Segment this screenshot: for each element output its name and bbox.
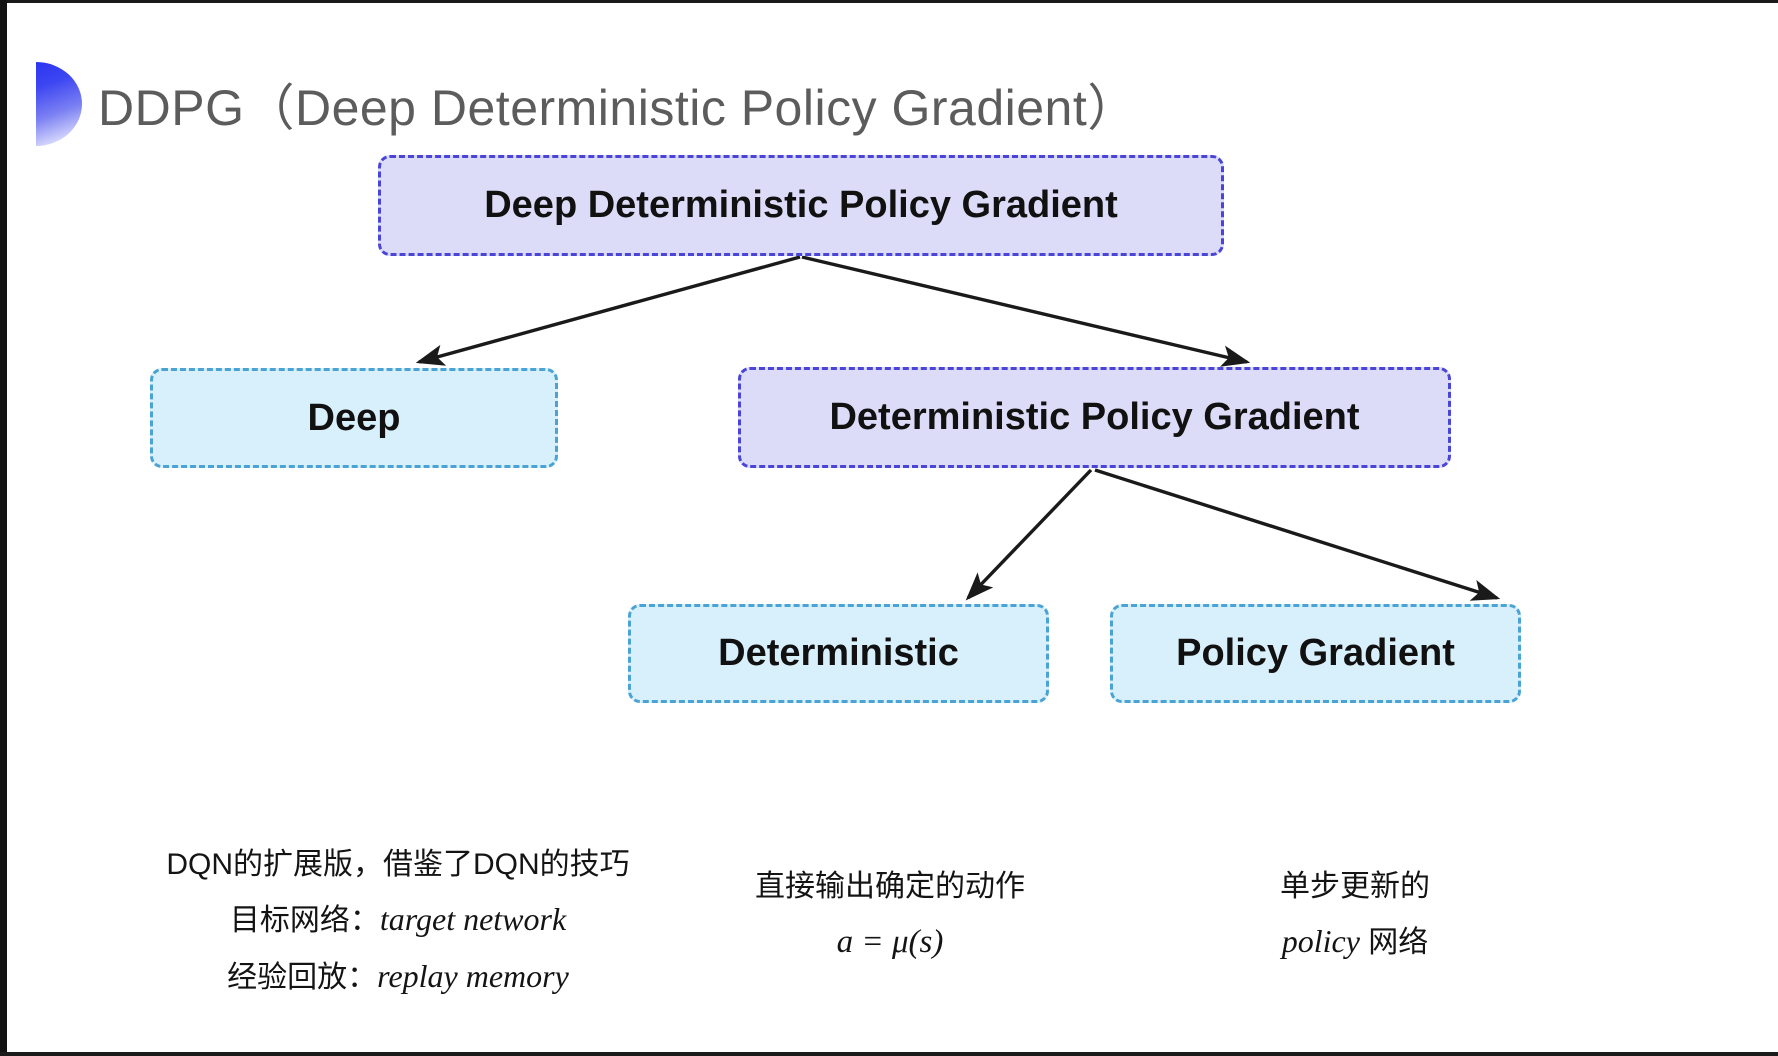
- edge-dpg-to-policy-gradient: [1094, 468, 1501, 601]
- note-deep-line-2-term: target network: [379, 901, 567, 938]
- half-circle-gradient-icon: [36, 62, 82, 146]
- note-deep-line-2: 目标网络：target network: [148, 891, 648, 948]
- note-deep-line-3: 经验回放：replay memory: [148, 948, 648, 1005]
- note-policy-gradient-term: policy: [1281, 923, 1360, 960]
- note-policy-gradient: 单步更新的 policy 网络: [1165, 860, 1545, 970]
- slide-bottom-border: [0, 1052, 1778, 1056]
- node-deterministic[interactable]: Deterministic: [628, 604, 1049, 703]
- note-deep-line-1: DQN的扩展版，借鉴了DQN的技巧: [166, 848, 630, 881]
- edge-root-to-deep: [415, 255, 801, 366]
- note-policy-gradient-suffix: 网络: [1359, 926, 1429, 960]
- note-deterministic-line-1: 直接输出确定的动作: [755, 870, 1025, 903]
- node-label: Deep Deterministic Policy Gradient: [484, 184, 1118, 226]
- note-deterministic: 直接输出确定的动作 a = μ(s): [700, 860, 1080, 972]
- note-deterministic-formula: a = μ(s): [836, 924, 944, 961]
- note-deep: DQN的扩展版，借鉴了DQN的技巧 目标网络：target network 经验…: [148, 838, 648, 1005]
- note-policy-gradient-line-2: policy 网络: [1165, 913, 1545, 970]
- node-deep[interactable]: Deep: [150, 368, 558, 468]
- note-deep-line-3-label: 经验回放：: [227, 961, 378, 995]
- node-label: Deterministic Policy Gradient: [829, 396, 1360, 438]
- node-label: Deterministic: [718, 632, 959, 674]
- note-deep-line-3-term: replay memory: [377, 958, 569, 995]
- edge-dpg-to-deterministic: [965, 468, 1093, 601]
- node-policy-gradient[interactable]: Policy Gradient: [1110, 604, 1521, 703]
- note-deep-line-2-label: 目标网络：: [229, 904, 380, 938]
- node-deep-deterministic-policy-gradient[interactable]: Deep Deterministic Policy Gradient: [378, 155, 1224, 256]
- node-label: Deep: [307, 396, 401, 439]
- node-label: Policy Gradient: [1176, 632, 1455, 674]
- note-policy-gradient-line-1: 单步更新的: [1280, 870, 1430, 903]
- page-title: DDPG（Deep Deterministic Policy Gradient）: [98, 80, 1138, 136]
- slide-title-row: DDPG（Deep Deterministic Policy Gradient）: [36, 62, 1138, 146]
- node-deterministic-policy-gradient[interactable]: Deterministic Policy Gradient: [738, 367, 1451, 468]
- edge-root-to-dpg: [801, 255, 1251, 367]
- slide-top-border: [0, 0, 1778, 3]
- slide-left-border: [0, 0, 7, 1056]
